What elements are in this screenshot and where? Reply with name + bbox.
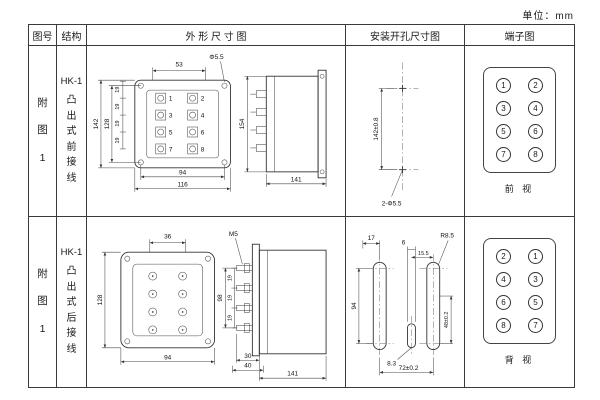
terminal-cell-row1: 1 2 3 4 5 6 7 8 前 视 [465, 46, 574, 217]
terminal-pin: 7 [496, 147, 511, 162]
terminal-pin: 2 [496, 249, 511, 264]
terminal-number: 5 [169, 129, 173, 136]
terminal-pin: 6 [496, 295, 511, 310]
dimension-lines: 36 128 94 [97, 234, 215, 365]
dim-depth-mid: 40 [244, 363, 252, 370]
dim-seg: 19 [227, 275, 233, 281]
terminal-view-caption: 背 视 [504, 355, 535, 365]
dimension-lines: 53 Φ5.5 142 128 [93, 53, 231, 192]
dim-screw: M5 [229, 231, 238, 238]
mounting-drawing-rear-wiring: 17 6 15.5 R8.5 94 [351, 233, 454, 376]
terminal-pin: 4 [496, 272, 511, 287]
dim-stud-span: 98 [217, 294, 224, 302]
terminal-pin: 5 [496, 124, 511, 139]
terminal-view-caption: 前 视 [504, 184, 535, 194]
dim-top-width: 53 [176, 61, 184, 68]
dim-bottom-inner: 94 [179, 169, 187, 176]
dim-seg: 19 [115, 86, 121, 92]
dim-side-depth: 141 [287, 371, 298, 378]
structure-cell-row2: HK-1 凸出式后接线 [57, 217, 87, 387]
structure-type-row2: 凸出式后接线 [66, 266, 77, 355]
fig-no-row1: 附图1 [37, 97, 48, 164]
mounting-drawing-front-wiring: 142±0.8 2-Φ5.5 [373, 62, 419, 207]
model-row1: HK-1 [60, 76, 83, 87]
dim-seg: 19 [115, 137, 121, 143]
dim-15-5: 15.5 [418, 251, 429, 257]
outline-drawing-rear-wiring: 36 128 94 [97, 231, 327, 381]
terminal-pin: 1 [496, 78, 511, 93]
dim-bottom-width: 94 [164, 354, 172, 361]
terminal-number: 1 [169, 95, 173, 102]
terminal-pin: 8 [528, 147, 543, 162]
dim-side-depth: 141 [291, 176, 302, 183]
outline-cell-row2: 36 128 94 [87, 217, 346, 387]
terminal-number: 6 [201, 129, 205, 136]
dim-hole-callout: 2-Φ5.5 [382, 200, 402, 207]
terminal-diagram-rear: 2 1 4 3 6 5 8 7 [483, 238, 556, 344]
terminal-pin: 3 [528, 272, 543, 287]
terminal-pin: 6 [528, 124, 543, 139]
dim-seg: 19 [115, 103, 121, 109]
dim-side-height: 154 [239, 118, 246, 129]
dim-bottom-outer: 116 [177, 181, 188, 188]
relay-front-view [120, 251, 215, 349]
dim-72: 72±0.2 [399, 365, 419, 372]
terminal-number: 4 [201, 112, 205, 119]
header-terminal: 端子图 [465, 25, 574, 46]
terminal-pin: 1 [528, 249, 543, 264]
terminal-number: 2 [201, 95, 205, 102]
dim-top-width: 36 [164, 234, 172, 241]
dim-94: 94 [351, 302, 358, 310]
dim-hole-dia: Φ5.5 [209, 53, 224, 60]
dim-6: 6 [402, 239, 406, 246]
mounting-cell-row2: 17 6 15.5 R8.5 94 [346, 217, 465, 387]
dim-17: 17 [368, 235, 376, 242]
terminal-diagram-front: 1 2 3 4 5 6 7 8 [483, 67, 556, 173]
dim-seg: 19 [227, 315, 233, 321]
dim-height-outer: 142 [93, 118, 100, 129]
dim-height-inner: 128 [104, 118, 111, 129]
structure-type-row1: 凸出式前接线 [66, 95, 77, 184]
fig-no-row2: 附图1 [37, 268, 48, 335]
terminal-number: 7 [169, 146, 173, 153]
fig-no-cell-row2: 附图1 [29, 217, 57, 387]
dim-hole-spacing: 142±0.8 [373, 116, 380, 140]
terminal-number: 3 [169, 112, 173, 119]
dim-depth-inner: 30 [244, 353, 252, 360]
terminal-pin: 8 [496, 318, 511, 333]
header-structure: 结构 [57, 25, 87, 46]
terminal-pin: 2 [528, 78, 543, 93]
terminal-pin: 7 [528, 318, 543, 333]
unit-label: 单位：mm [522, 11, 574, 22]
terminal-pin: 5 [528, 295, 543, 310]
structure-cell-row1: HK-1 凸出式前接线 [57, 46, 87, 217]
outline-drawing-front-wiring: 1 2 3 4 5 6 7 8 53 Φ5.5 [93, 53, 327, 192]
dim-seg: 19 [115, 120, 121, 126]
fig-no-cell-row1: 附图1 [29, 46, 57, 217]
model-row2: HK-1 [60, 247, 83, 258]
terminal-pin: 3 [496, 101, 511, 116]
relay-front-view: 1 2 3 4 5 6 7 8 [134, 79, 231, 168]
dim-seg: 19 [227, 295, 233, 301]
outline-cell-row1: 1 2 3 4 5 6 7 8 53 Φ5.5 [87, 46, 346, 217]
terminal-number: 8 [201, 146, 205, 153]
relay-side-view: 154 141 [239, 69, 327, 187]
dim-radius: R8.5 [440, 233, 454, 240]
header-fig-no: 图号 [29, 25, 57, 46]
relay-side-view: M5 98 19 19 19 [217, 231, 327, 381]
dimension-table: 图号 结构 外 形 尺 寸 图 安装开孔尺寸图 端子图 附图1 HK-1 凸出式… [28, 24, 575, 388]
terminal-pin: 4 [528, 101, 543, 116]
header-mounting: 安装开孔尺寸图 [346, 25, 465, 46]
dim-48: 48±0.2 [444, 312, 450, 329]
mounting-cell-row1: 142±0.8 2-Φ5.5 [346, 46, 465, 217]
header-outline: 外 形 尺 寸 图 [87, 25, 346, 46]
dim-8-3: 8.3 [387, 360, 396, 367]
dim-height-outer: 128 [97, 294, 104, 305]
terminal-cell-row2: 2 1 4 3 6 5 8 7 背 视 [465, 217, 574, 387]
